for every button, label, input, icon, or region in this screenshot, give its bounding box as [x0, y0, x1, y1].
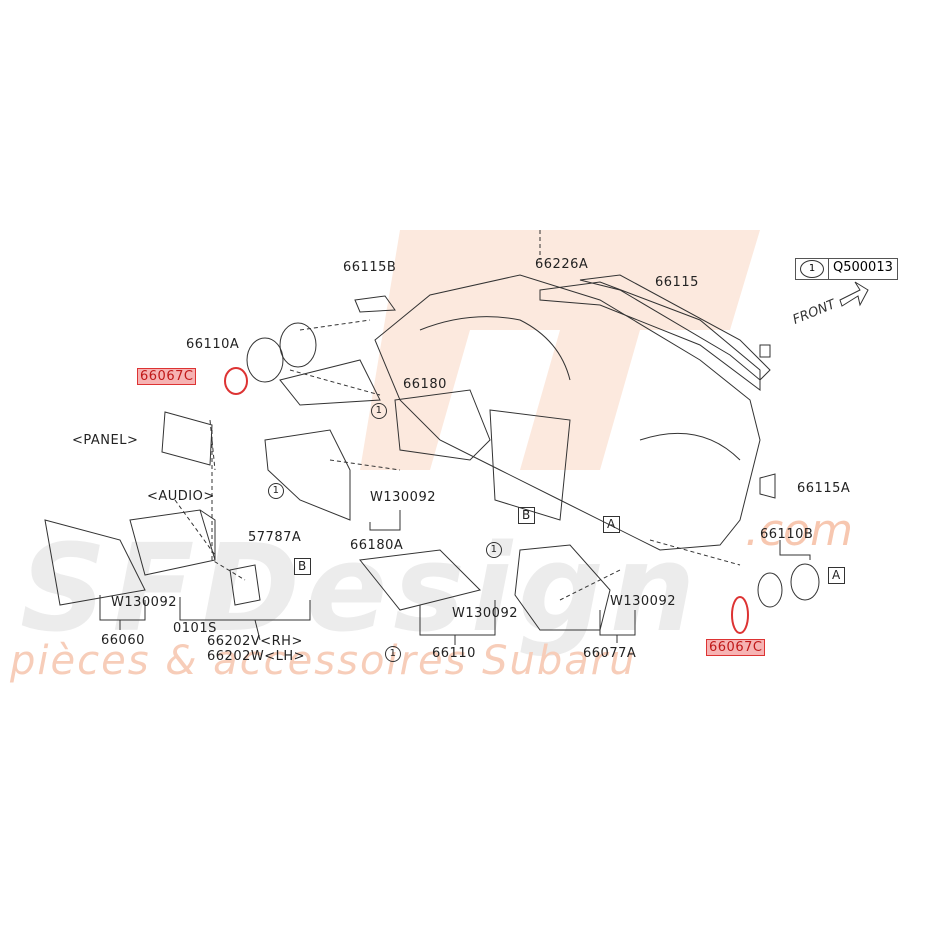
label-66067C-highlighted[interactable]: 66067C — [137, 368, 197, 385]
switch-66110 — [359, 549, 481, 611]
ref-a: A — [828, 567, 845, 584]
label-66110[interactable]: 66110 — [432, 646, 476, 661]
fastener-ref-1: 1 — [385, 646, 401, 662]
fastener-ref-1: 1 — [486, 542, 502, 558]
bracket-66202 — [229, 564, 261, 606]
label-w130092[interactable]: W130092 — [452, 606, 518, 621]
ring-66067C-left — [224, 367, 248, 395]
glovebox-66077A — [514, 544, 611, 631]
fastener-legend: 1 Q500013 — [795, 258, 898, 280]
label-w130092[interactable]: W130092 — [111, 595, 177, 610]
label-66202V[interactable]: 66202V<RH> — [207, 634, 303, 649]
label-66110B[interactable]: 66110B — [760, 527, 814, 542]
cluster-panel — [264, 429, 351, 521]
label-w130092[interactable]: W130092 — [370, 490, 436, 505]
legend-symbol: 1 — [796, 259, 829, 279]
watermark-domain: .com — [745, 505, 853, 556]
label-audio: <AUDIO> — [147, 489, 215, 504]
meter — [394, 389, 491, 461]
ring-66067C-right — [731, 596, 749, 634]
part-66115B — [354, 295, 396, 313]
label-0101S[interactable]: 0101S — [173, 621, 217, 636]
label-66226A[interactable]: 66226A — [535, 257, 589, 272]
watermark-brand: SFDesign — [20, 520, 702, 659]
label-66060[interactable]: 66060 — [101, 633, 145, 648]
panel-part — [161, 411, 213, 466]
ref-b: B — [294, 558, 311, 575]
vent-66110B — [757, 563, 820, 608]
front-arrow-icon — [839, 281, 869, 307]
defroster-strip — [539, 281, 761, 391]
fastener-ref-1: 1 — [371, 403, 387, 419]
clip — [759, 344, 771, 358]
label-66077A[interactable]: 66077A — [583, 646, 637, 661]
label-66115[interactable]: 66115 — [655, 275, 699, 290]
watermark-tagline: pièces & accessoires Subaru — [10, 638, 637, 684]
label-66180A[interactable]: 66180A — [350, 538, 404, 553]
label-66202W[interactable]: 66202W<LH> — [207, 649, 306, 664]
dashboard-panel — [374, 274, 761, 551]
label-66067C-highlighted[interactable]: 66067C — [706, 639, 766, 656]
ref-b: B — [518, 507, 535, 524]
label-66115B[interactable]: 66115B — [343, 260, 397, 275]
bezel-66060 — [44, 519, 146, 606]
vent-66110A — [246, 322, 317, 383]
ref-a: A — [603, 516, 620, 533]
part-66115A — [759, 473, 776, 499]
audio-unit — [129, 509, 216, 576]
center-frame — [489, 409, 571, 521]
label-66180[interactable]: 66180 — [403, 377, 447, 392]
label-57787A[interactable]: 57787A — [248, 530, 302, 545]
fastener-ref-1: 1 — [268, 483, 284, 499]
legend-part: Q500013 — [833, 260, 893, 275]
label-panel: <PANEL> — [72, 433, 139, 448]
part-66180 — [279, 359, 381, 406]
label-66110A[interactable]: 66110A — [186, 337, 240, 352]
label-66115A[interactable]: 66115A — [797, 481, 851, 496]
top-trim — [579, 274, 771, 381]
label-w130092[interactable]: W130092 — [610, 594, 676, 609]
